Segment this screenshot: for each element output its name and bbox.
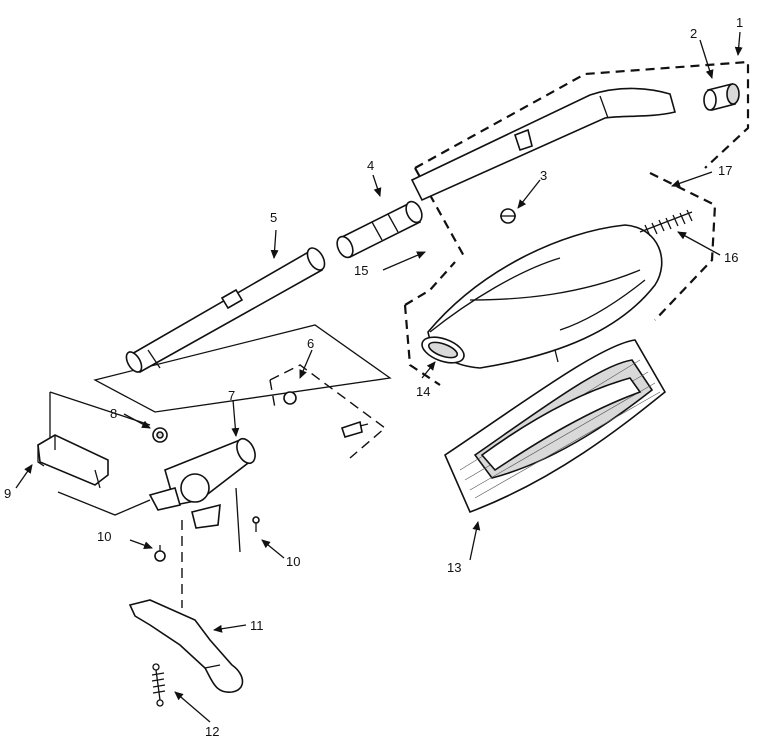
label-12: 12 xyxy=(205,724,219,739)
leader-arrows xyxy=(15,31,743,723)
screw-left xyxy=(154,545,166,562)
tube-coupling xyxy=(336,200,423,259)
label-9: 9 xyxy=(4,486,11,501)
label-6: 6 xyxy=(307,336,314,351)
label-15: 15 xyxy=(354,263,368,278)
group-outline-tube xyxy=(93,324,392,413)
lever-arm xyxy=(128,599,244,693)
nut xyxy=(152,427,168,443)
end-cap xyxy=(703,83,740,111)
bag-cover xyxy=(443,339,667,514)
label-1: 1 xyxy=(736,15,743,30)
label-4: 4 xyxy=(367,158,374,173)
switch-housing xyxy=(148,437,256,553)
handle-screw xyxy=(500,208,516,224)
label-10-left: 10 xyxy=(97,529,111,544)
group-outline-switch xyxy=(269,364,387,459)
label-2: 2 xyxy=(690,26,697,41)
label-8: 8 xyxy=(110,406,117,421)
dust-bag xyxy=(421,224,663,369)
handle xyxy=(410,87,676,202)
label-14: 14 xyxy=(416,384,430,399)
label-3: 3 xyxy=(540,168,547,183)
extension-tube xyxy=(125,247,326,374)
label-10-right: 10 xyxy=(286,554,300,569)
group-outline-bag xyxy=(403,172,717,386)
label-5: 5 xyxy=(270,210,277,225)
label-17: 17 xyxy=(718,163,732,178)
small-spring xyxy=(151,663,166,707)
label-13: 13 xyxy=(447,560,461,575)
label-11: 11 xyxy=(250,618,264,633)
bag-spring xyxy=(639,209,693,237)
label-16: 16 xyxy=(724,250,738,265)
screw-right xyxy=(252,516,260,532)
mounting-bracket xyxy=(37,434,109,489)
switch-screw-top xyxy=(283,391,297,405)
switch-screw-bottom xyxy=(340,420,369,438)
label-7: 7 xyxy=(228,388,235,403)
